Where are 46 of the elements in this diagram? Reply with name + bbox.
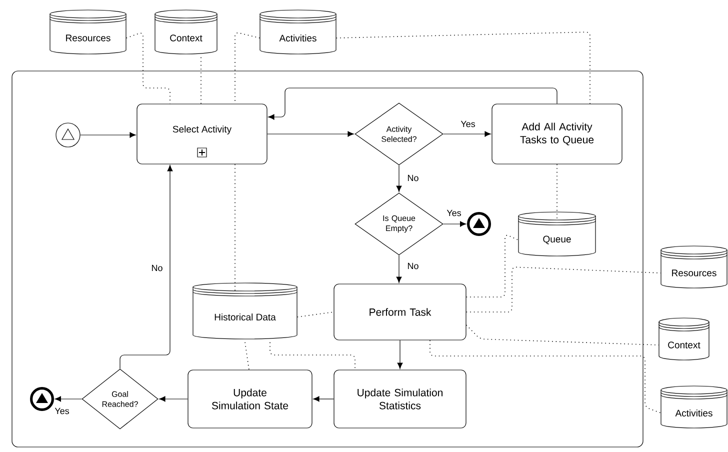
- edge-label: No: [406, 262, 420, 270]
- arrow: [396, 165, 402, 192]
- start-event-circle: [56, 122, 80, 148]
- edge-label: Yes: [446, 208, 462, 218]
- end-event-circle: [30, 387, 54, 411]
- task-box: Update Simulation Statistics: [334, 370, 466, 428]
- arrow: [267, 131, 354, 137]
- edge-label: Yes: [54, 406, 70, 416]
- database-cylinder: Historical Data: [192, 282, 298, 340]
- task-box: Perform Task: [334, 284, 466, 340]
- task-box: Add All Activity Tasks to Queue: [492, 104, 622, 164]
- task-box: Update Simulation State: [188, 370, 312, 428]
- dotted-association-line: [244, 342, 250, 370]
- dotted-association-line: [234, 164, 236, 292]
- arrow: [54, 396, 82, 402]
- node-label: Activities: [675, 410, 712, 416]
- arrow: [397, 340, 403, 369]
- end-event-circle: [467, 212, 491, 236]
- database-cylinder: Resources: [50, 10, 126, 54]
- process-frame: [12, 70, 644, 448]
- database-cylinder: Activities: [660, 386, 728, 428]
- arrow: [120, 165, 173, 369]
- database-cylinder: Context: [658, 318, 710, 360]
- edge-label: Yes: [460, 120, 476, 128]
- dotted-association-line: [466, 234, 519, 298]
- arrow: [313, 396, 334, 402]
- dotted-association-line: [270, 342, 356, 370]
- dotted-association-line: [200, 56, 202, 104]
- edge-label: No: [150, 264, 164, 272]
- database-cylinder: Resources: [660, 246, 728, 288]
- dotted-association-line: [296, 312, 334, 318]
- dotted-association-line: [556, 164, 558, 222]
- database-cylinder: Activities: [260, 10, 336, 54]
- database-cylinder: Queue: [518, 212, 596, 256]
- task-box: Select Activity: [136, 104, 268, 164]
- arrow: [396, 255, 402, 283]
- arrow: [443, 131, 491, 137]
- dotted-association-line: [336, 32, 590, 104]
- dotted-association-line: [430, 340, 662, 414]
- edge-label: No: [406, 174, 420, 182]
- arrow: [80, 132, 136, 138]
- database-cylinder: Context: [154, 10, 218, 54]
- arrow: [443, 221, 466, 227]
- arrow: [268, 88, 558, 120]
- node-label: Resources: [672, 270, 716, 276]
- arrow: [159, 396, 188, 402]
